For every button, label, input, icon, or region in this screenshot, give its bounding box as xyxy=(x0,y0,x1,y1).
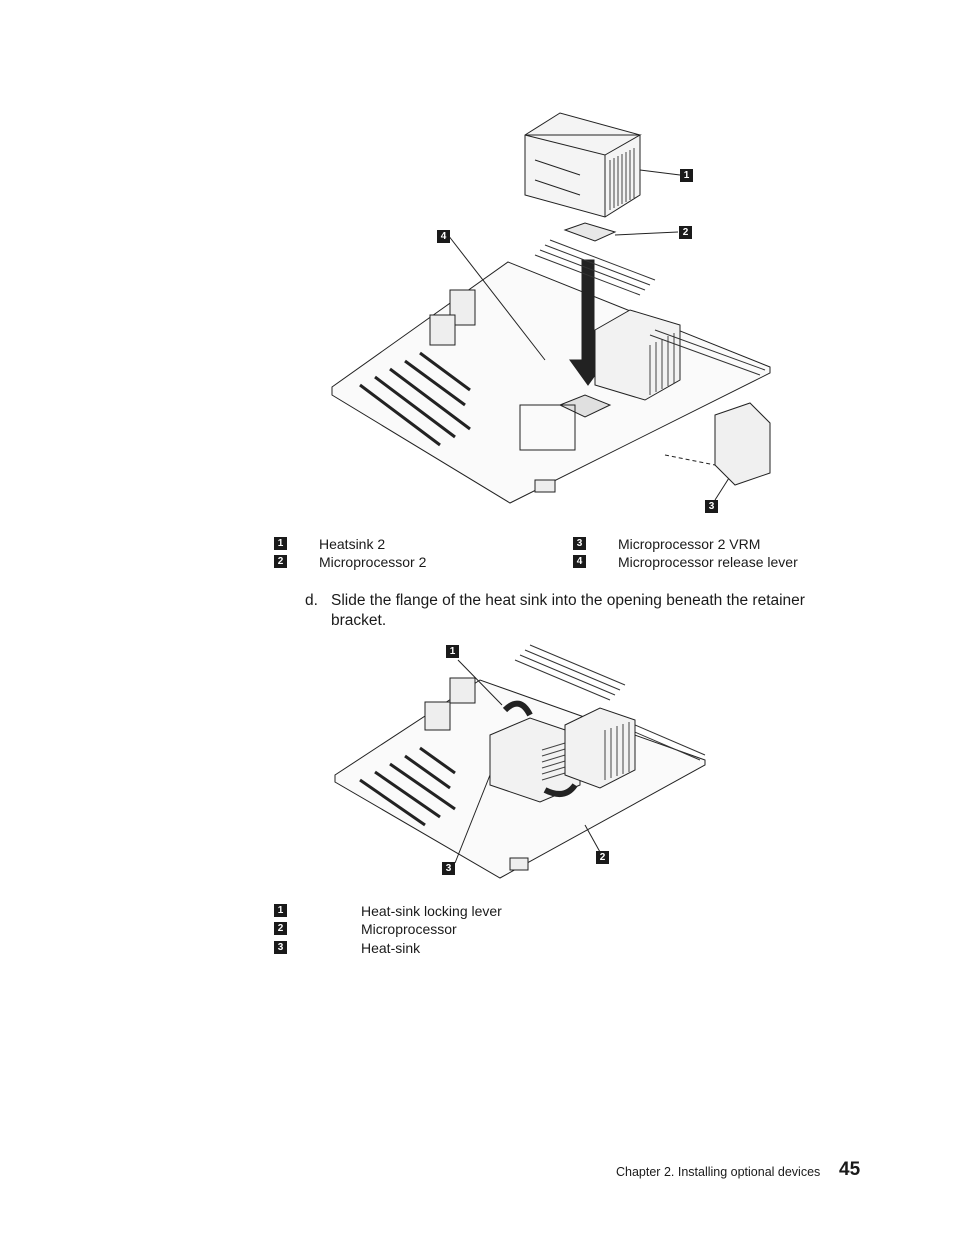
figure1-callout-2: 2 xyxy=(679,226,692,239)
legend-badge: 3 xyxy=(274,941,287,954)
legend-label: Heat-sink locking lever xyxy=(361,903,502,919)
figure1-callout-3: 3 xyxy=(705,500,718,513)
step-marker: d. xyxy=(305,592,318,609)
figure1-callout-4: 4 xyxy=(437,230,450,243)
legend-label: Heatsink 2 xyxy=(319,536,386,552)
legend-label: Microprocessor xyxy=(361,921,457,937)
figure2-callout-3: 3 xyxy=(442,862,455,875)
legend-badge: 1 xyxy=(274,537,287,550)
footer-chapter-title: Chapter 2. Installing optional devices xyxy=(616,1165,821,1179)
motherboard-illustration-2 xyxy=(334,644,706,879)
legend-badge: 3 xyxy=(573,537,586,550)
legend-label: Heat-sink xyxy=(361,940,421,956)
legend-badge: 2 xyxy=(274,555,287,568)
step-text: Slide the flange of the heat sink into t… xyxy=(331,592,805,629)
figure1-callout-1: 1 xyxy=(680,169,693,182)
figure2-callout-2: 2 xyxy=(596,851,609,864)
legend-label: Microprocessor 2 xyxy=(319,554,427,570)
legend-label: Microprocessor release lever xyxy=(618,554,798,570)
legend-badge: 4 xyxy=(573,555,586,568)
page-number: 45 xyxy=(839,1159,861,1180)
figure-heatsink-install: 1 2 3 xyxy=(330,640,710,880)
legend-badge: 2 xyxy=(274,922,287,935)
legend-badge: 1 xyxy=(274,904,287,917)
figure-heatsink-removal: 1 2 3 4 xyxy=(320,105,771,513)
legend-label: Microprocessor 2 VRM xyxy=(618,536,761,552)
figure2-callout-1: 1 xyxy=(446,645,459,658)
motherboard-illustration-1 xyxy=(331,112,771,504)
